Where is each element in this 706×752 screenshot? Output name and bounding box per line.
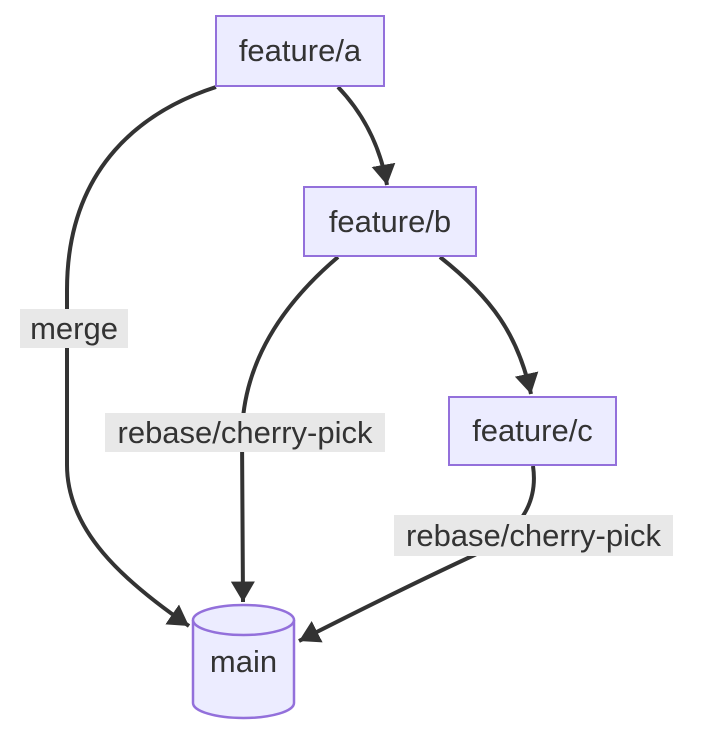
edge-feature-b-to-feature-c	[438, 255, 539, 395]
edge-label-merge: merge	[20, 309, 128, 348]
node-feature-c-label: feature/c	[472, 413, 593, 448]
edge-feature-c-to-main	[298, 465, 536, 643]
node-feature-b-label: feature/b	[328, 203, 452, 239]
edge-label-rebase-cherry-pick-b: rebase/cherry-pick	[105, 413, 385, 452]
node-feature-a: feature/a	[215, 15, 385, 87]
edge-label-rebase-cherry-pick-c: rebase/cherry-pick	[394, 515, 673, 556]
edge-feature-a-to-feature-b	[336, 85, 396, 186]
node-feature-c: feature/c	[448, 396, 617, 466]
node-main-cylinder-shape	[191, 603, 296, 720]
node-feature-a-label: feature/a	[238, 33, 362, 68]
node-feature-b: feature/b	[303, 186, 477, 257]
node-main-label: main	[209, 644, 278, 679]
edge-feature-a-to-main	[65, 85, 217, 628]
